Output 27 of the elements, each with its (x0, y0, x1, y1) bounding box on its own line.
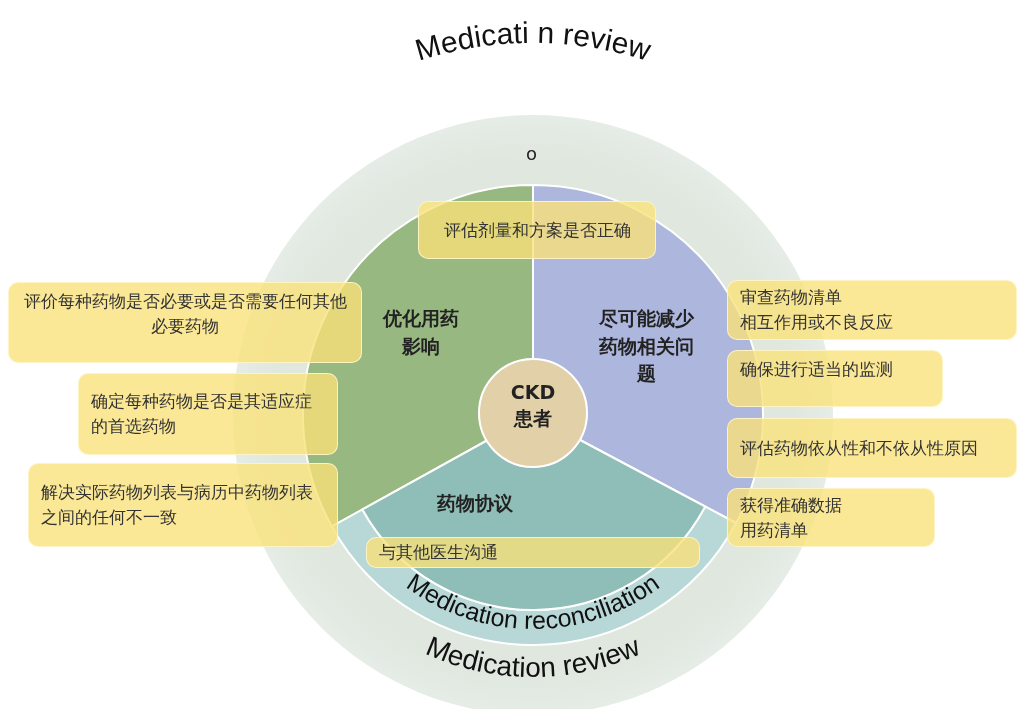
arc-label: Medication review (421, 630, 645, 683)
text-card (366, 537, 700, 568)
text-card (8, 282, 362, 363)
text-card (727, 488, 935, 547)
sector-label: 优化用药影响 (381, 306, 460, 359)
card-text: 用药清单 (740, 518, 808, 542)
card-text: 审查药物清单 (740, 286, 842, 310)
card-text: 与其他医生沟通 (379, 541, 498, 565)
text-card (28, 463, 338, 547)
text-card (727, 280, 1017, 340)
ring-label: o (526, 143, 537, 164)
center-label: CKD患者 (509, 380, 557, 431)
card-text: 相互作用或不良反应 (740, 311, 893, 334)
text-card (727, 418, 1017, 478)
card-text: 确保进行适当的监测 (740, 358, 893, 381)
arc-label: Medicati n review (411, 15, 655, 67)
text-card (418, 201, 656, 259)
card-text: 解决实际药物列表与病历中药物列表之间的任何不一致 (41, 481, 314, 529)
card-text: 确定每种药物是否是其适应症的首选药物 (91, 390, 313, 438)
card-text: 评估药物依从性和不依从性原因 (740, 436, 978, 460)
card-text: 评价每种药物是否必要或是否需要任何其他必要药物 (22, 290, 348, 338)
text-card (78, 373, 338, 455)
card-text: 获得准确数据 (740, 493, 842, 517)
card-text: 评估剂量和方案是否正确 (443, 218, 631, 242)
sector-label: 药物协议 (436, 491, 514, 516)
text-card (727, 350, 943, 407)
sector-label: 尽可能减少药物相关问题 (597, 306, 695, 387)
